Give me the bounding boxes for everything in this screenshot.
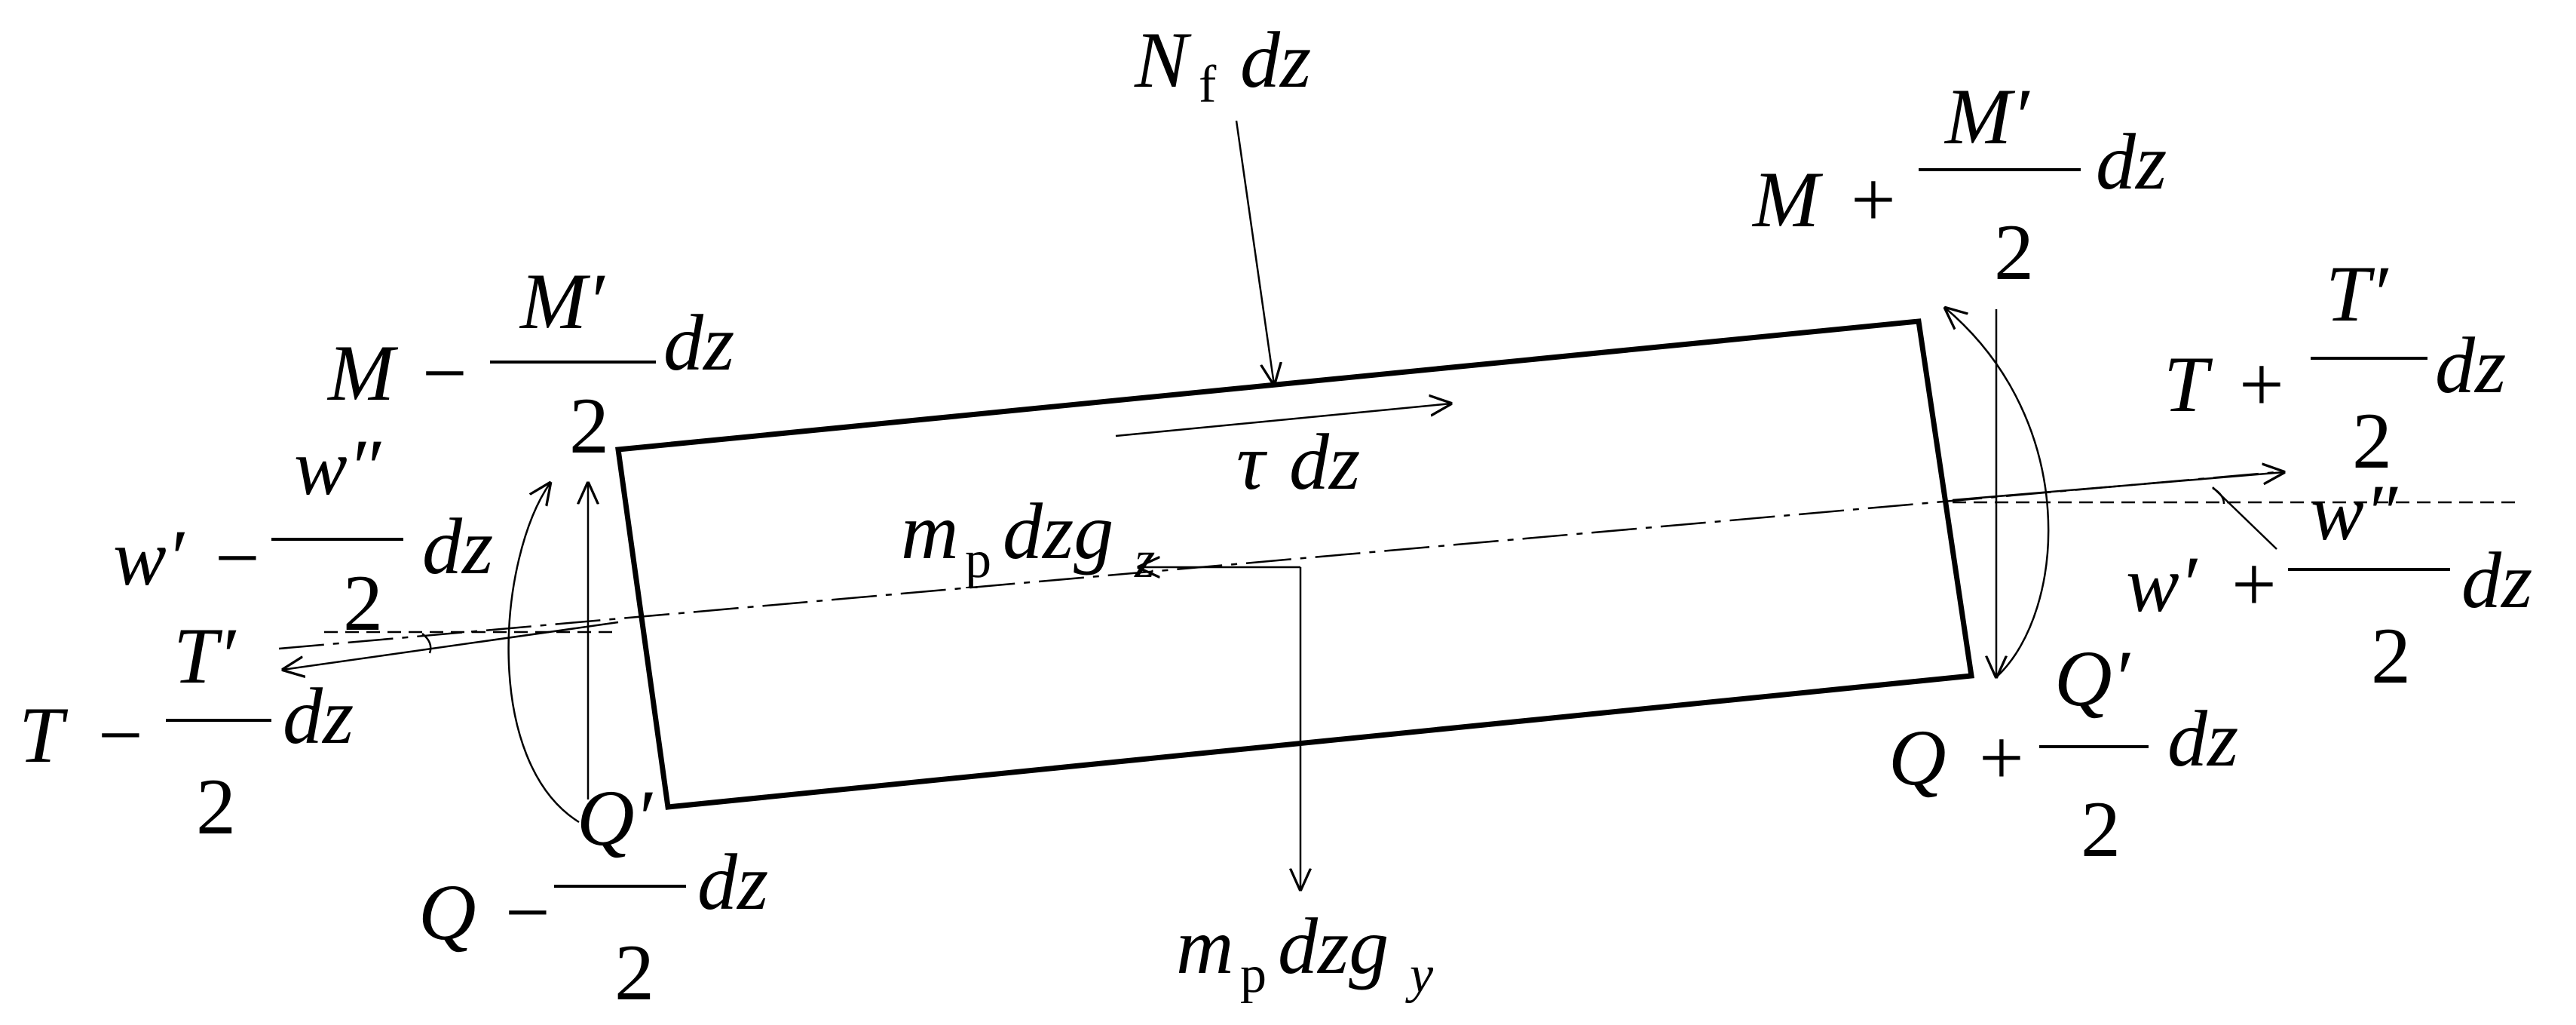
q-plus-op: + bbox=[1979, 714, 2024, 802]
left-slope-angle-mark bbox=[421, 633, 432, 654]
gravity-y-label: m p dzg y bbox=[1176, 902, 1434, 1004]
left-axial-force-arrow bbox=[283, 621, 619, 670]
t-minus-num: T′ bbox=[173, 612, 237, 700]
mpy-sub: p bbox=[1240, 946, 1267, 1004]
shear-right-label: Q + Q′ 2 dz bbox=[1888, 634, 2238, 873]
w-plus-den: 2 bbox=[2371, 612, 2411, 700]
w-minus-den: 2 bbox=[343, 559, 383, 647]
normal-force-arrow bbox=[1235, 120, 1274, 385]
center-axis bbox=[278, 471, 2277, 650]
m-plus-lhs: M bbox=[1751, 155, 1824, 244]
m-plus-den: 2 bbox=[1994, 208, 2034, 296]
axial-right-label: T + T′ 2 dz bbox=[2164, 250, 2506, 485]
q-plus-tail: dz bbox=[2167, 695, 2238, 783]
slope-left-label: w′ − w″ 2 dz bbox=[113, 423, 493, 647]
tau-sym: τ bbox=[1236, 418, 1268, 506]
q-plus-den: 2 bbox=[2081, 785, 2121, 873]
q-plus-lhs: Q bbox=[1888, 714, 1947, 802]
right-moment-arc bbox=[1945, 308, 2050, 677]
w-minus-op: − bbox=[215, 514, 260, 602]
m-minus-tail: dz bbox=[663, 299, 734, 387]
q-minus-den: 2 bbox=[614, 928, 654, 1017]
t-minus-den: 2 bbox=[196, 763, 236, 851]
nf-main: N bbox=[1134, 16, 1192, 104]
normal-force-label: N f dz bbox=[1134, 16, 1311, 114]
t-plus-lhs: T bbox=[2164, 340, 2213, 428]
q-minus-num: Q′ bbox=[577, 774, 654, 862]
t-plus-tail: dz bbox=[2435, 321, 2506, 410]
moment-left-label: M − M′ 2 dz bbox=[326, 257, 734, 470]
mpz-mid: dzg bbox=[1003, 487, 1113, 575]
nf-sub: f bbox=[1199, 56, 1217, 114]
m-minus-op: − bbox=[422, 329, 467, 417]
element-body bbox=[615, 318, 1975, 810]
m-plus-tail: dz bbox=[2096, 118, 2167, 206]
w-minus-lhs: w′ bbox=[113, 514, 185, 602]
q-minus-tail: dz bbox=[697, 838, 768, 926]
axial-left-label: T − T′ 2 dz bbox=[19, 612, 354, 851]
m-plus-op: + bbox=[1851, 155, 1896, 244]
t-plus-num: T′ bbox=[2326, 250, 2389, 338]
w-plus-op: + bbox=[2231, 540, 2277, 628]
mpy-mid: dzg bbox=[1278, 902, 1389, 990]
w-plus-lhs: w′ bbox=[2126, 540, 2198, 628]
w-minus-tail: dz bbox=[422, 502, 493, 591]
m-plus-num: M′ bbox=[1943, 72, 2030, 161]
mpz-sub2: z bbox=[1134, 531, 1155, 589]
tau-tail: dz bbox=[1289, 418, 1360, 506]
mpy-m: m bbox=[1176, 902, 1234, 990]
mpz-m: m bbox=[901, 487, 959, 575]
m-minus-num: M′ bbox=[519, 257, 605, 345]
t-minus-lhs: T bbox=[19, 691, 69, 779]
gravity-z-label: m p dzg z bbox=[901, 487, 1155, 589]
t-minus-tail: dz bbox=[283, 672, 354, 760]
w-plus-num: w″ bbox=[2311, 468, 2399, 557]
friction-label: τ dz bbox=[1236, 418, 1360, 506]
left-moment-arc bbox=[507, 483, 580, 824]
t-minus-op: − bbox=[98, 691, 143, 779]
nf-tail: dz bbox=[1240, 16, 1311, 104]
m-minus-den: 2 bbox=[569, 382, 609, 470]
mpz-sub: p bbox=[965, 531, 991, 589]
right-slope-pointer bbox=[2212, 486, 2277, 550]
t-plus-op: + bbox=[2239, 340, 2284, 428]
friction-arrow bbox=[1115, 404, 1451, 437]
moment-right-label: M + M′ 2 dz bbox=[1751, 72, 2167, 296]
slope-right-label: w′ + w″ 2 dz bbox=[2126, 468, 2532, 700]
t-plus-den: 2 bbox=[2352, 397, 2392, 485]
m-minus-lhs: M bbox=[326, 329, 399, 417]
w-plus-tail: dz bbox=[2461, 536, 2532, 625]
q-minus-lhs: Q bbox=[418, 868, 476, 956]
right-axial-force-arrow bbox=[1952, 472, 2284, 502]
q-minus-op: − bbox=[505, 868, 550, 956]
shear-left-label: Q − Q′ 2 dz bbox=[418, 774, 768, 1017]
mpy-sub2: y bbox=[1405, 946, 1434, 1004]
w-minus-num: w″ bbox=[294, 423, 382, 511]
q-plus-num: Q′ bbox=[2054, 634, 2131, 723]
